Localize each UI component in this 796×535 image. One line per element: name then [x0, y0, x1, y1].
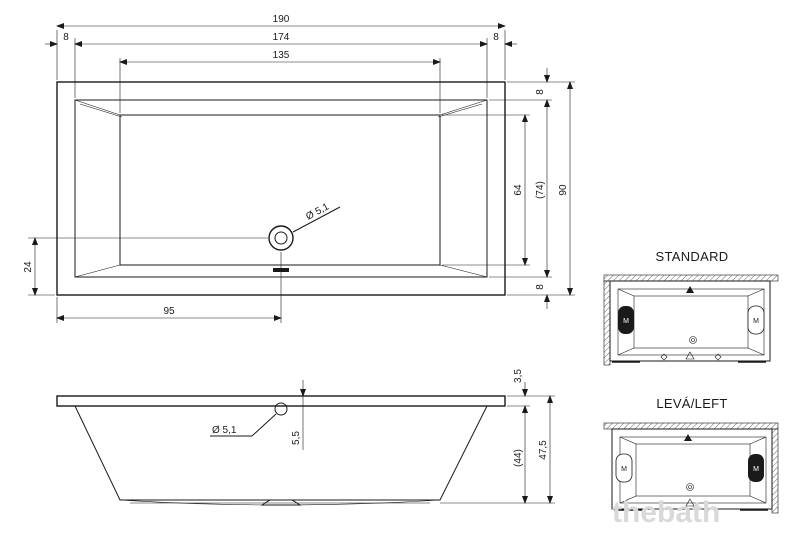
dim-total-height: 47,5 — [538, 440, 549, 460]
dim-edge-top: 8 — [535, 89, 546, 95]
dim-overall-length: 190 — [273, 14, 290, 25]
dim-inner-length: 174 — [273, 32, 290, 43]
side-bowl — [74, 405, 488, 501]
dim-inner-width: (74) — [535, 181, 546, 199]
overflow-hole — [274, 402, 288, 416]
drain-diameter-label: Ø 5,1 — [304, 201, 331, 222]
variant-standard: STANDARD M M — [603, 249, 779, 366]
dim-bottom-width: 64 — [513, 184, 524, 196]
left-motor-right: M — [753, 466, 759, 473]
drain-inner — [274, 231, 288, 245]
overflow-diameter-label: Ø 5,1 — [212, 425, 237, 436]
dim-rim-thickness: 3,5 — [513, 369, 524, 383]
dim-drain-offset-x: 95 — [163, 306, 175, 317]
variant-left: LEVÁ/LEFT M M thebath — [603, 396, 779, 529]
tub-bottom — [119, 114, 441, 266]
dim-overflow-height: 5,5 — [291, 431, 302, 445]
variant-left-title: LEVÁ/LEFT — [656, 396, 727, 411]
standard-motor-left: M — [623, 318, 629, 325]
variant-standard-title: STANDARD — [656, 249, 729, 264]
top-view: Ø 5,1 190 174 8 8 135 90 (74) 8 8 — [23, 14, 575, 323]
standard-motor-right: M — [753, 318, 759, 325]
dim-edge-bottom: 8 — [535, 284, 546, 290]
dim-drain-offset-y: 24 — [23, 261, 34, 273]
dim-overall-width: 90 — [558, 184, 569, 196]
dim-bottom-length: 135 — [273, 50, 290, 61]
left-motor-left: M — [621, 466, 627, 473]
side-view: Ø 5,1 5,5 3,5 (44) 47,5 — [56, 369, 555, 506]
watermark: thebath — [612, 496, 720, 529]
drain-outer — [268, 225, 294, 251]
dim-edge-right: 8 — [493, 32, 499, 43]
dim-inner-depth: (44) — [513, 449, 524, 467]
dim-edge-left: 8 — [63, 32, 69, 43]
side-rim — [56, 395, 506, 407]
